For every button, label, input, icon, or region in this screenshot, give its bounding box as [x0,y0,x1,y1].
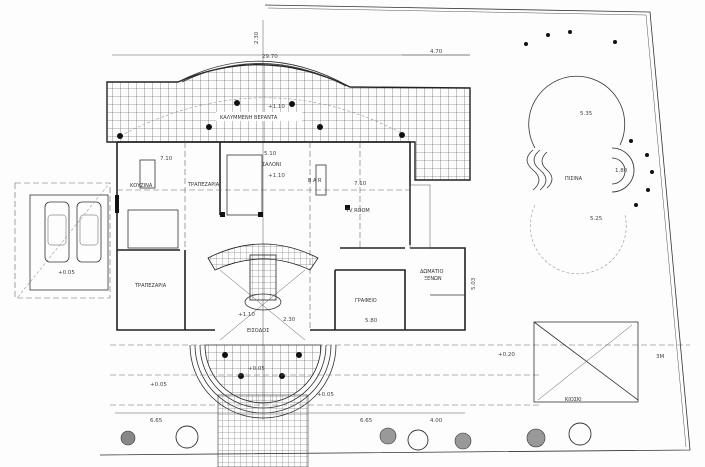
swimming-pool: ΠΙΣΙΝΑ 5.35 5.25 1.80 [524,30,654,275]
car-icon [76,201,102,263]
dim-total-far: 4.00 [430,418,443,424]
label-kitchen: ΚΟΥΖΙΝΑ [130,183,153,189]
level-right: +0.20 [498,352,515,358]
dim-office-width: 5.80 [365,318,378,324]
yard: +0.05 +0.05 +0.20 6.65 6.65 4.00 [110,344,690,424]
dim-overall-width: 29.70 [262,54,278,60]
level-living: +1.10 [268,173,285,179]
label-guest-room: ΔΩΜΑΤΙΟ [420,269,444,275]
label-entrance: ΕΙΣΟΔΟΣ [247,328,269,334]
shrub-icon [454,432,472,450]
dim-total-right: 6.65 [360,418,373,424]
tree-icon [175,425,199,449]
label-pool: ΠΙΣΙΝΑ [565,176,583,182]
dim-stair-gap: 2.30 [283,317,296,323]
label-office: ΓΡΑΦΕΙΟ [355,298,377,304]
room-labels: ΚΟΥΖΙΝΑ ΤΡΑΠΕΖΑΡΙΑ ΣΑΛΟΝΙ B A R TV ROOM … [130,151,477,324]
dim-right-width: 4.70 [430,49,443,55]
label-kiosk: ΚΙΟΣΚΙ [565,397,582,403]
label-tv-room: TV ROOM [345,208,370,214]
dim-total-left: 6.65 [150,418,163,424]
dim-kitchen-width: 7.10 [160,156,173,162]
house-walls [115,141,466,331]
dim-tv-width: 7.10 [354,181,367,187]
level-garage: +0.05 [58,270,75,276]
shrub-icon [120,430,136,446]
level-entry: +1.10 [238,312,255,318]
dim-pool-radius-2: 5.25 [590,216,603,222]
label-dining: ΤΡΑΠΕΖΑΡΙΑ [187,182,220,188]
tree-icons [120,422,592,451]
level-yard-left: +0.05 [150,382,167,388]
label-guest-room-2: ΞΕΝΩΝ [424,276,442,282]
dim-living-width: 5.10 [264,151,277,157]
dim-top-offset: 2.30 [254,31,260,44]
dim-pool-radius-1: 5.35 [580,111,593,117]
level-yard-mid: +0.05 [317,392,334,398]
car-icon [44,201,70,263]
tree-icon [568,422,592,446]
dim-setback: 3M [656,354,664,360]
level-porch: +0.05 [248,366,265,372]
garage: +0.05 [14,182,111,299]
kiosk: ΚΙΟΣΚΙ 3M [533,321,664,403]
staircase: +1.10 2.30 ΕΙΣΟΔΟΣ [207,243,319,341]
shrub-icon [526,428,546,448]
label-veranda: ΚΑΛΥΜΜΕΝΗ ΒΕΡΑΝΤΑ [220,115,278,121]
entrance-porch: +0.05 [189,344,337,467]
shrub-icon [379,427,397,445]
label-second-dining: ΤΡΑΠΕΖΑΡΙΑ [134,283,167,289]
dim-pool-step-radius: 1.80 [615,168,628,174]
level-veranda: +1.10 [268,104,285,110]
dim-guest-height: 5.03 [471,277,477,290]
label-living: ΣΑΛΟΝΙ [262,162,281,168]
covered-veranda: ΚΑΛΥΜΜΕΝΗ ΒΕΡΑΝΤΑ +1.10 [106,60,471,181]
label-bar: B A R [308,178,322,184]
plot-boundary [99,4,691,456]
tree-icon [407,429,429,451]
